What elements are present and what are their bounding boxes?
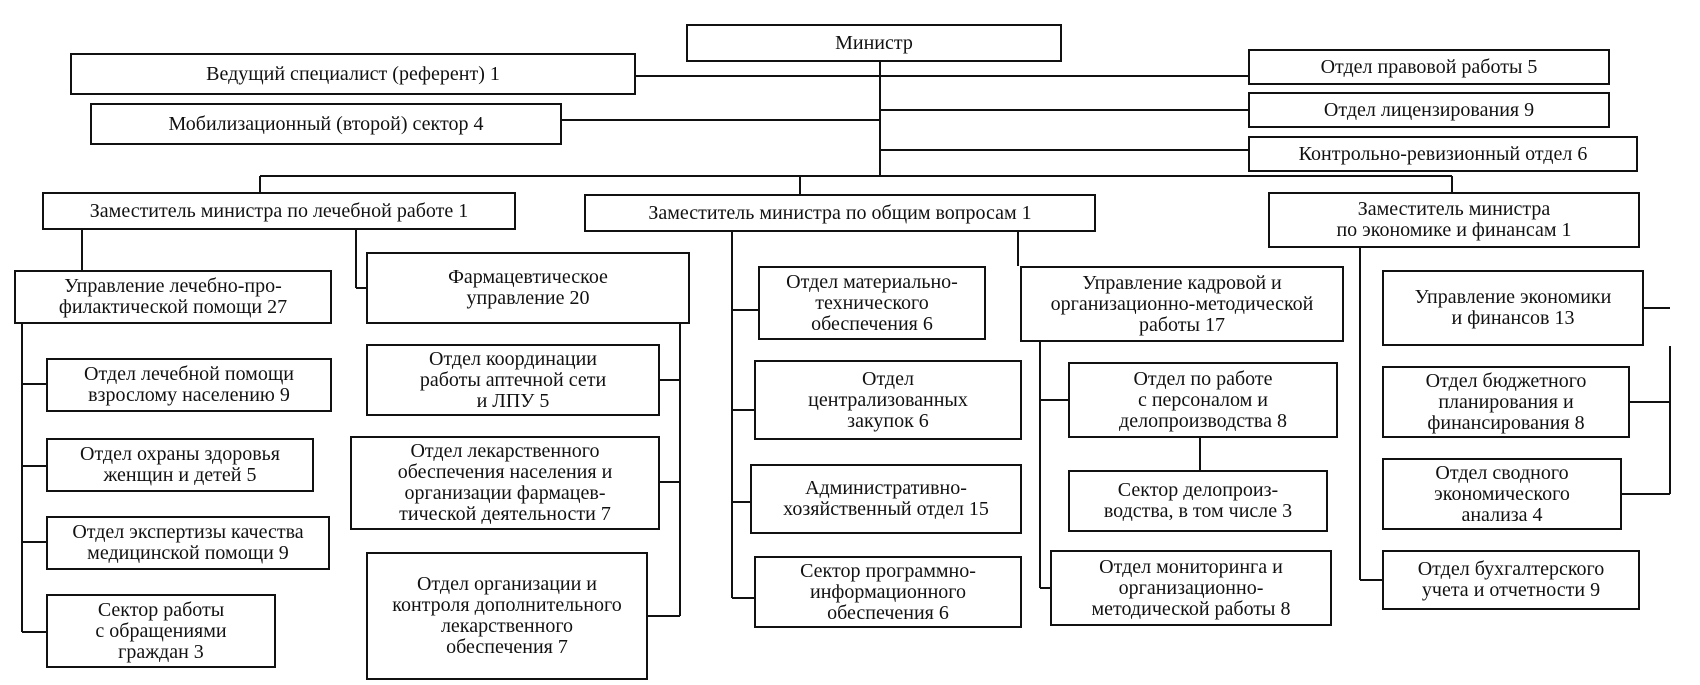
- box-prevention-dept: Управление лечебно-про- филактической по…: [14, 270, 332, 324]
- box-procurement: Отдел централизованных закупок 6: [754, 360, 1022, 440]
- box-personnel-office: Отдел по работе с персоналом и делопроиз…: [1068, 362, 1338, 438]
- box-economy-dept: Управление экономики и финансов 13: [1382, 270, 1644, 346]
- box-legal-dept: Отдел правовой работы 5: [1248, 49, 1610, 85]
- box-pharma-dept: Фармацевтическое управление 20: [366, 252, 690, 324]
- box-material-supply: Отдел материально- технического обеспече…: [758, 266, 986, 340]
- box-citizen-appeals: Сектор работы с обращениями граждан 3: [46, 594, 276, 668]
- box-accounting-dept: Отдел бухгалтерского учета и отчетности …: [1382, 550, 1640, 610]
- box-budget-dept: Отдел бюджетного планирования и финансир…: [1382, 366, 1630, 438]
- box-it-sector: Сектор программно- информационного обесп…: [754, 556, 1022, 628]
- box-care-quality: Отдел экспертизы качества медицинской по…: [46, 516, 330, 570]
- box-minister: Министр: [686, 24, 1062, 62]
- box-deputy-general: Заместитель министра по общим вопросам 1: [584, 194, 1096, 232]
- box-monitoring-dept: Отдел мониторинга и организационно- мето…: [1050, 550, 1332, 626]
- box-deputy-medical: Заместитель министра по лечебной работе …: [42, 192, 516, 230]
- box-women-children: Отдел охраны здоровья женщин и детей 5: [46, 438, 314, 492]
- box-licensing-dept: Отдел лицензирования 9: [1248, 92, 1610, 128]
- box-audit-dept: Контрольно-ревизионный отдел 6: [1248, 136, 1638, 172]
- box-admin-dept: Административно- хозяйственный отдел 15: [750, 464, 1022, 534]
- box-hr-dept: Управление кадровой и организационно-мет…: [1020, 266, 1344, 342]
- box-mobilization-sector: Мобилизационный (второй) сектор 4: [90, 103, 562, 145]
- box-adult-care: Отдел лечебной помощи взрослому населени…: [46, 358, 332, 412]
- box-analysis-dept: Отдел сводного экономического анализа 4: [1382, 458, 1622, 530]
- box-additional-supply: Отдел организации и контроля дополнитель…: [366, 552, 648, 680]
- box-drug-supply: Отдел лекарственного обеспечения населен…: [350, 436, 660, 530]
- box-lead-specialist: Ведущий специалист (референт) 1: [70, 53, 636, 95]
- box-records-sector: Сектор делопроиз- водства, в том числе 3: [1068, 470, 1328, 532]
- box-deputy-economy: Заместитель министра по экономике и фина…: [1268, 192, 1640, 248]
- box-pharmacy-coord: Отдел координации работы аптечной сети и…: [366, 344, 660, 416]
